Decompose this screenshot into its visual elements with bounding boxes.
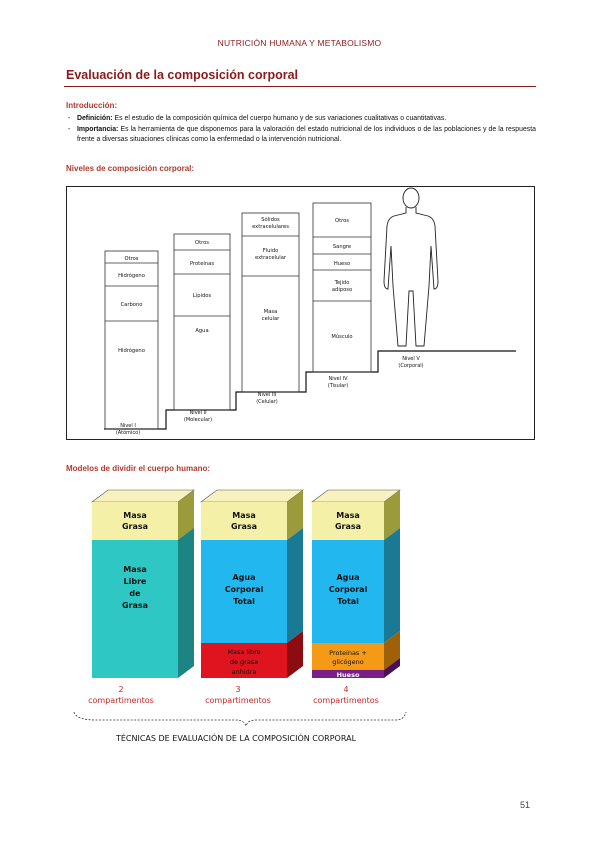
m1-label: compartimentos xyxy=(88,696,154,705)
l1-item: Hidrógeno xyxy=(118,272,145,279)
m2-bottom: Masa libre xyxy=(227,648,260,656)
page-title: Evaluación de la composición corporal xyxy=(66,68,299,82)
m3-label: compartimentos xyxy=(313,696,379,705)
l3-item: Sólidos xyxy=(261,216,280,223)
bullet-text: Es la herramienta de que disponemos para… xyxy=(77,126,536,143)
bracket xyxy=(73,711,407,728)
l3-item: Masa xyxy=(264,309,278,315)
m3-main: Corporal xyxy=(329,585,368,594)
l2-label: (Molecular) xyxy=(184,417,212,423)
levels-heading: Niveles de composición corporal: xyxy=(66,164,195,173)
model-3-compartments: Masa Grasa Agua Corporal Total Masa libr… xyxy=(200,489,304,678)
l3-item: extracelulares xyxy=(252,224,289,230)
title-underline xyxy=(64,86,536,87)
l1-item: Otros xyxy=(124,256,138,262)
l4-item: Hueso xyxy=(334,261,350,267)
model-2-compartments: Masa Grasa Masa Libre de Grasa xyxy=(91,489,195,678)
level-columns xyxy=(104,202,372,430)
bullet-definicion: -Definición: Es el estudio de la composi… xyxy=(68,115,447,122)
m2-top: Grasa xyxy=(231,522,257,531)
l3-item: Fluido xyxy=(263,248,279,254)
l3-item: extracelular xyxy=(255,255,287,261)
m3-bottom: glicógeno xyxy=(332,658,364,666)
m2-bottom: de grasa xyxy=(230,658,258,666)
m2-top: Masa xyxy=(232,511,256,520)
m3-hueso: Hueso xyxy=(337,671,360,679)
l3-label: (Celular) xyxy=(256,399,278,405)
m1-main: Grasa xyxy=(122,601,148,610)
m1-top: Masa xyxy=(123,511,147,520)
m3-top: Masa xyxy=(336,511,360,520)
m1-top: Grasa xyxy=(122,522,148,531)
l1-item: Carbono xyxy=(121,302,143,308)
l5-label: (Corporal) xyxy=(398,363,423,369)
l1-item: Hidrógeno xyxy=(118,347,145,354)
levels-figure: Otros Hidrógeno Carbono Hidrógeno Otros … xyxy=(66,186,535,440)
l2-item: Lípidos xyxy=(193,292,212,299)
m2-main: Total xyxy=(233,597,255,606)
m3-num: 4 xyxy=(343,685,348,694)
bullet-text: Es el estudio de la composición química … xyxy=(114,115,447,122)
l3-label: Nivel III xyxy=(258,392,277,398)
m1-main: Libre xyxy=(124,577,148,586)
model-4-compartments: Masa Grasa Agua Corporal Total Proteínas… xyxy=(311,489,401,679)
models-figure: Masa Grasa Masa Libre de Grasa Masa Gras… xyxy=(73,489,407,743)
l1-label: (Atómico) xyxy=(116,429,140,436)
intro-heading: Introducción: xyxy=(66,101,118,110)
l4-item: Músculo xyxy=(331,333,352,340)
l4-item: Sangre xyxy=(333,244,351,250)
l4-label: (Tisular) xyxy=(328,383,349,389)
l4-item: Otros xyxy=(335,218,349,224)
m3-bottom: Proteínas + xyxy=(329,649,367,657)
m2-label: compartimentos xyxy=(205,696,271,705)
l2-item: Otros xyxy=(195,240,209,246)
m1-main: de xyxy=(129,589,141,598)
models-caption: TÉCNICAS DE EVALUACIÓN DE LA COMPOSICIÓN… xyxy=(115,732,357,743)
running-header: NUTRICIÓN HUMANA Y METABOLISMO xyxy=(217,38,382,48)
m1-num: 2 xyxy=(118,685,123,694)
bullet-importancia: -Importancia: Es la herramienta de que d… xyxy=(68,126,536,143)
l1-label: Nivel I xyxy=(120,423,136,429)
l2-label: Nivel II xyxy=(189,410,206,416)
m1-main: Masa xyxy=(123,565,147,574)
bullet-term: Importancia: xyxy=(77,126,119,133)
l4-label: Nivel IV xyxy=(328,376,348,382)
l2-item: Proteínas xyxy=(190,260,214,267)
l3-item: celular xyxy=(262,316,280,322)
l4-item: adiposo xyxy=(332,287,352,293)
m2-num: 3 xyxy=(235,685,240,694)
m2-main: Agua xyxy=(232,573,255,582)
m2-main: Corporal xyxy=(225,585,264,594)
page-number: 51 xyxy=(520,800,531,810)
human-figure-icon xyxy=(383,187,439,347)
bullet-term: Definición: xyxy=(77,115,113,122)
l5-label: Nivel V xyxy=(402,356,420,362)
m3-top: Grasa xyxy=(335,522,361,531)
intro-list: -Definición: Es el estudio de la composi… xyxy=(68,114,536,146)
m3-main: Agua xyxy=(336,573,359,582)
l2-item: Agua xyxy=(195,328,208,334)
models-heading: Modelos de dividir el cuerpo humano: xyxy=(66,464,211,473)
l4-item: Tejido xyxy=(334,280,350,286)
m3-main: Total xyxy=(337,597,359,606)
m2-bottom: anhidra xyxy=(232,668,257,676)
